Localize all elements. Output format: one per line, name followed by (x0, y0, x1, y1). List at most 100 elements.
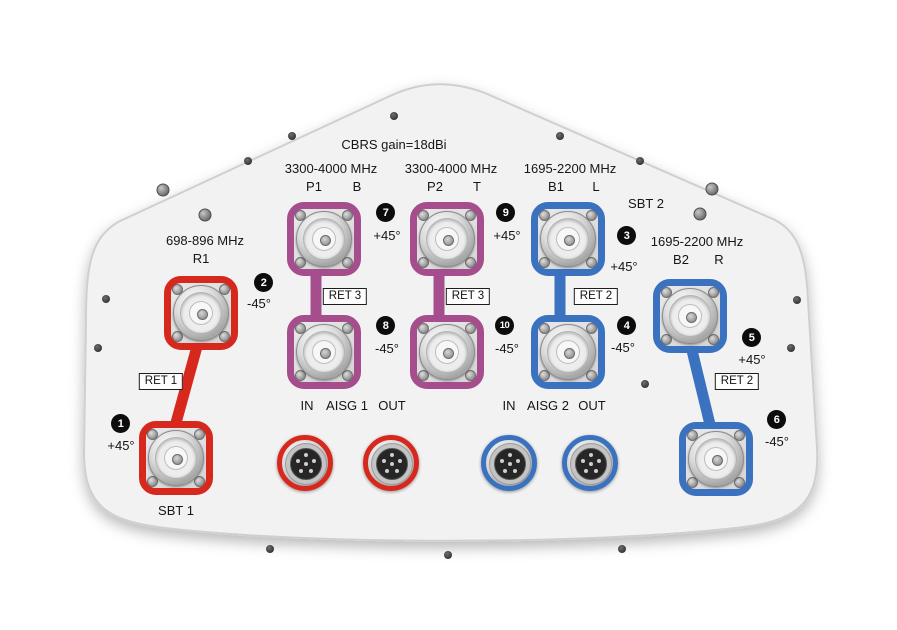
rf-port-b1-lower (531, 315, 605, 389)
aisg1-in-connector (277, 435, 333, 491)
pol-label-b2: R (714, 252, 724, 267)
aisg-pin (503, 469, 507, 473)
center-pin (319, 234, 331, 246)
aisg2-out-label: OUT (578, 398, 606, 413)
panel-title: CBRS gain=18dBi (341, 137, 447, 152)
rf-port-p1-lower (287, 315, 361, 389)
din-connector (688, 431, 744, 487)
aisg-pin (296, 459, 300, 463)
aisg-face (290, 448, 322, 480)
rf-port-p2-upper (410, 202, 484, 276)
ret-box-p1: RET 3 (322, 288, 368, 305)
port-screw (734, 430, 745, 441)
aisg-pin (312, 459, 316, 463)
ret-box-b2: RET 2 (714, 373, 760, 390)
center-pin (563, 347, 575, 359)
port-id-b2: B2 (673, 252, 689, 267)
port-screw (295, 257, 306, 268)
port-screw (661, 287, 672, 298)
port-screw (539, 323, 550, 334)
aisg-pin (513, 469, 517, 473)
center-pin (196, 308, 208, 320)
din-connector (540, 324, 596, 380)
badge-6: 6 (767, 410, 786, 429)
center-pin (442, 234, 454, 246)
pol-label-p1: B (352, 179, 362, 194)
panel-screws (94, 112, 801, 559)
port-screw (661, 334, 672, 345)
port-screw (586, 323, 597, 334)
angle-5: +45° (738, 352, 766, 367)
din-connector (173, 285, 229, 341)
sbt2-label: SBT 2 (628, 196, 664, 211)
rf-port-r1-upper (164, 276, 238, 350)
angle-2: -45° (247, 296, 271, 311)
aisg-pin (500, 459, 504, 463)
aisg-face (575, 448, 607, 480)
din-connector (419, 211, 475, 267)
aisg2-in-connector (481, 435, 537, 491)
center-pin (319, 347, 331, 359)
aisg-pin (516, 459, 520, 463)
aisg-pin (390, 453, 394, 457)
aisg-pin (398, 459, 402, 463)
port-screw (465, 323, 476, 334)
aisg-pin (304, 453, 308, 457)
freq-label-r1: 698-896 MHz (165, 233, 245, 248)
center-pin (563, 234, 575, 246)
angle-4: -45° (611, 340, 635, 355)
angle-6: -45° (765, 434, 789, 449)
aisg2-in-label: IN (502, 398, 516, 413)
port-screw (194, 429, 205, 440)
badge-8: 8 (376, 316, 395, 335)
rf-port-b2-lower (679, 422, 753, 496)
ret-box-b1: RET 2 (573, 288, 619, 305)
port-screw (465, 370, 476, 381)
port-screw (172, 331, 183, 342)
aisg-pin (382, 459, 386, 463)
port-id-r1: R1 (192, 251, 210, 266)
panel-plate (82, 83, 819, 542)
port-screw (539, 210, 550, 221)
angle-9: +45° (493, 228, 521, 243)
aisg1-label: AISG 1 (326, 398, 368, 413)
badge-4: 4 (617, 316, 636, 335)
angle-10: -45° (495, 341, 519, 356)
port-screw (172, 284, 183, 295)
sbt1-label: SBT 1 (158, 503, 194, 518)
aisg-pin (584, 469, 588, 473)
aisg-pin (508, 462, 512, 466)
angle-3: +45° (610, 259, 638, 274)
rf-port-b1-upper (531, 202, 605, 276)
badge-1: 1 (111, 414, 130, 433)
port-screw (295, 323, 306, 334)
port-screw (687, 477, 698, 488)
center-pin (711, 454, 723, 466)
port-screw (147, 429, 158, 440)
angle-8: -45° (375, 341, 399, 356)
aisg-pin (594, 469, 598, 473)
aisg-face (376, 448, 408, 480)
freq-label-p2: 3300-4000 MHz (404, 161, 498, 176)
ret-box-r1: RET 1 (138, 373, 184, 390)
port-id-b1: B1 (548, 179, 564, 194)
rf-port-r1-lower (139, 421, 213, 495)
center-pin (171, 453, 183, 465)
badge-3: 3 (617, 226, 636, 245)
angle-1: +45° (107, 438, 135, 453)
aisg1-in-label: IN (300, 398, 314, 413)
din-connector (296, 211, 352, 267)
ret-box-p2: RET 3 (445, 288, 491, 305)
port-screw (194, 476, 205, 487)
din-connector (148, 430, 204, 486)
aisg1-out-label: OUT (378, 398, 406, 413)
port-screw (708, 287, 719, 298)
port-screw (539, 370, 550, 381)
aisg-pin (395, 469, 399, 473)
port-screw (418, 210, 429, 221)
aisg1-out-connector (363, 435, 419, 491)
angle-7: +45° (373, 228, 401, 243)
port-screw (465, 257, 476, 268)
badge-9: 9 (496, 203, 515, 222)
